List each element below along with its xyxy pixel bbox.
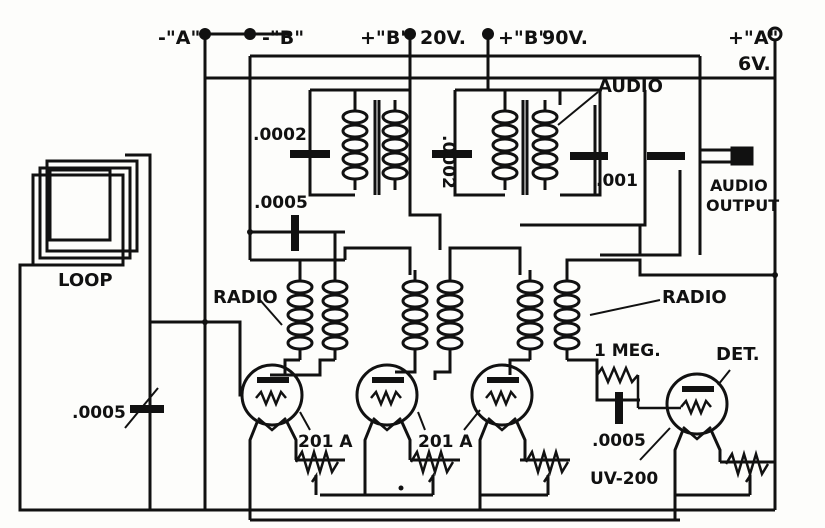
- terminal-posts: [199, 28, 778, 491]
- radio-left-label: RADIO: [213, 287, 278, 308]
- audio-output-jack: [700, 146, 754, 166]
- tube-1-label: 201 A: [298, 432, 353, 452]
- neg-a-label: -"A": [158, 27, 200, 49]
- cap-top-mid-value: .0002: [438, 135, 458, 189]
- filament-wiring: [205, 419, 775, 522]
- grid-leak: [595, 364, 681, 410]
- vacuum-tubes: [240, 363, 729, 436]
- det-label: DET.: [716, 344, 760, 365]
- pos-b-20-label: +"B": [360, 27, 410, 49]
- neg-b-label: -"B": [262, 27, 304, 49]
- audio-label: AUDIO: [598, 76, 663, 97]
- cap-tuning-value: .0005: [72, 403, 126, 423]
- grid-leak-value: 1 MEG.: [594, 341, 661, 361]
- tube-grids: [255, 388, 712, 441]
- radio-wiring: [250, 232, 775, 402]
- loop-label: LOOP: [58, 270, 113, 291]
- rheostats: [294, 447, 770, 486]
- audio-wiring: [308, 88, 682, 257]
- bus-wires: [203, 32, 777, 510]
- pos-b-90-label: +"B": [498, 27, 548, 49]
- audio-transformer-1: [341, 98, 409, 195]
- pos-a-volts-label: 6V.: [738, 53, 771, 75]
- audio-transformer-2: [491, 98, 559, 195]
- variable-cap-arrow: [124, 387, 159, 429]
- pos-a-terminal: [767, 26, 783, 42]
- tube-plates: [257, 377, 714, 392]
- pos-b-20-volts-label: 20V.: [420, 27, 466, 49]
- audio-output-label-2: OUTPUT: [706, 196, 779, 215]
- pos-a-label: +"A": [728, 27, 778, 49]
- audio-output-label-1: AUDIO: [710, 176, 768, 195]
- radio-transformers: [286, 268, 581, 362]
- loop-antenna: [18, 153, 242, 512]
- cap-audio-value: .001: [596, 171, 638, 191]
- tube-det-label: UV-200: [590, 469, 658, 489]
- capacitors: [130, 150, 685, 424]
- callout-arrows: [259, 91, 731, 461]
- pos-b-90-volts-label: 90V.: [542, 27, 588, 49]
- tube-2-label: 201 A: [418, 432, 473, 452]
- cap-bypass-value: .0005: [254, 193, 308, 213]
- cap-top-left-value: .0002: [253, 125, 307, 145]
- grid-cap-value: .0005: [592, 431, 646, 451]
- radio-right-label: RADIO: [662, 287, 727, 308]
